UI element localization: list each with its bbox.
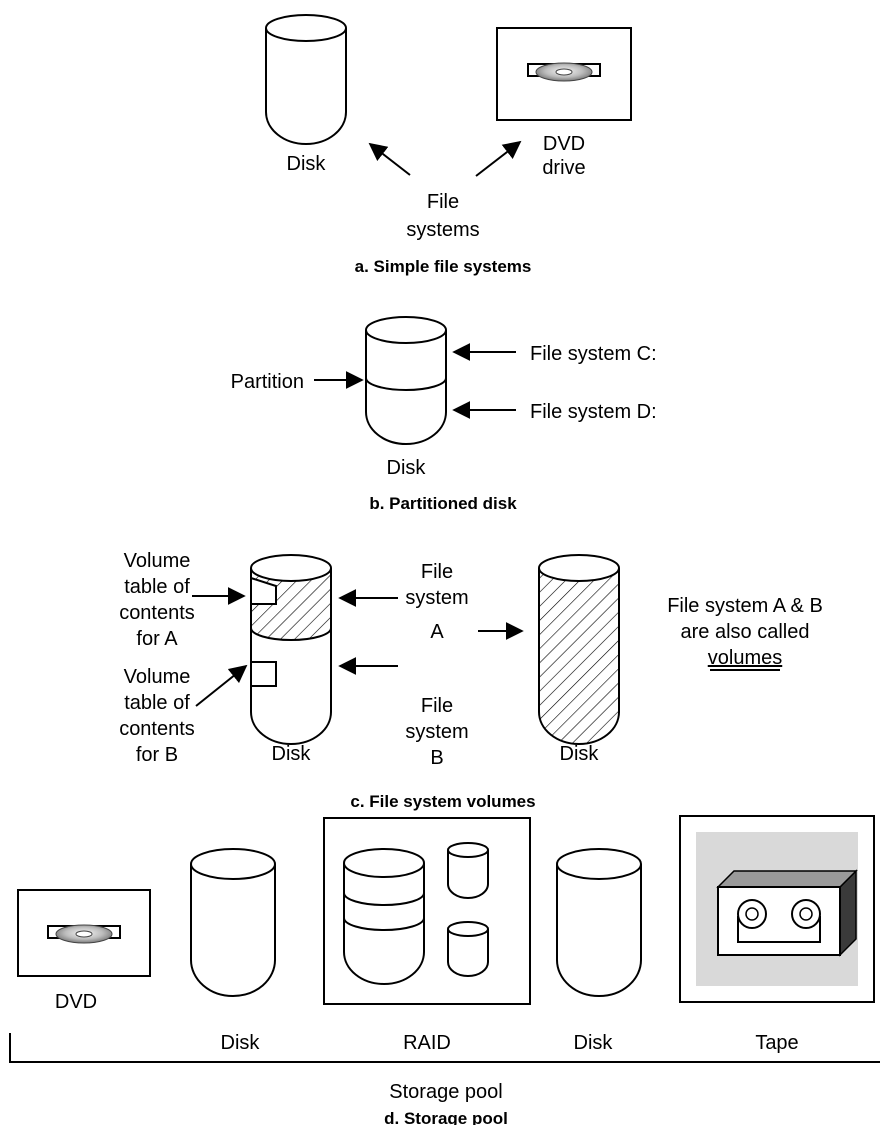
fs-a-label: File system A [405,561,468,643]
svg-text:system: system [405,721,468,743]
raid-icon [323,817,531,1005]
disk-label-c2: Disk [560,743,600,765]
caption-c: c. File system volumes [350,792,535,811]
panel-b: Partition File system C: File system D: … [231,316,657,513]
dvd-label-line1: DVD [543,133,585,155]
fs-d-label: File system D: [530,401,657,423]
svg-text:table of: table of [124,692,190,714]
fs-c-label: File system C: [530,343,657,365]
disk-label-d1: Disk [221,1032,261,1054]
svg-text:File: File [421,561,453,583]
svg-text:contents: contents [119,602,195,624]
svg-text:File: File [421,695,453,717]
panel-a: Disk DVD drive File systems a. Simple fi… [265,14,632,276]
file-systems-label-line1: File [427,191,459,213]
vtoc-a-label: Volume table of contents for A [119,550,195,650]
partitioned-disk-icon [365,316,447,445]
panel-c: Volume table of contents for A Volume ta… [119,550,823,811]
dvd-drive-icon [496,27,632,121]
arrow-to-dvd [475,140,522,177]
disk-icon-d2 [556,848,642,997]
svg-text:contents: contents [119,718,195,740]
svg-text:for A: for A [136,628,178,650]
volume-disk-icon [250,554,332,745]
svg-text:for B: for B [136,744,178,766]
vtoc-b-label: Volume table of contents for B [119,666,195,766]
caption-d: d. Storage pool [384,1109,508,1125]
partition-label: Partition [231,371,304,393]
tape-icon [679,815,875,1003]
arrow-to-disk [368,142,411,176]
volumes-note-line3: volumes [708,647,782,669]
tape-label: Tape [755,1032,798,1054]
disk-label: Disk [287,153,327,175]
disk-icon-d1 [190,848,276,997]
svg-text:Volume: Volume [124,550,191,572]
raid-label: RAID [403,1032,451,1054]
disk-icon [265,14,347,145]
svg-text:system: system [405,587,468,609]
dvd-icon [17,889,151,977]
vtoc-b-arrow [195,664,248,707]
svg-text:B: B [430,747,443,769]
fs-b-label: File system B [405,695,468,769]
disk-label-c1: Disk [272,743,312,765]
svg-text:A: A [430,621,444,643]
caption-a: a. Simple file systems [355,257,532,276]
dvd-label-d: DVD [55,991,97,1013]
file-systems-label-line2: systems [406,219,479,241]
panel-d: DVD Disk RAID Disk [9,815,880,1125]
caption-b: b. Partitioned disk [369,494,517,513]
storage-pool-label: Storage pool [389,1081,502,1103]
disk-label-d2: Disk [574,1032,614,1054]
volumes-note-line1: File system A & B [667,595,823,617]
storage-pool-bracket [9,1033,880,1063]
svg-text:table of: table of [124,576,190,598]
hatched-disk-icon [538,554,620,745]
volumes-note-line2: are also called [681,621,810,643]
disk-label-b: Disk [387,457,427,479]
dvd-label-line2: drive [542,157,585,179]
svg-text:Volume: Volume [124,666,191,688]
